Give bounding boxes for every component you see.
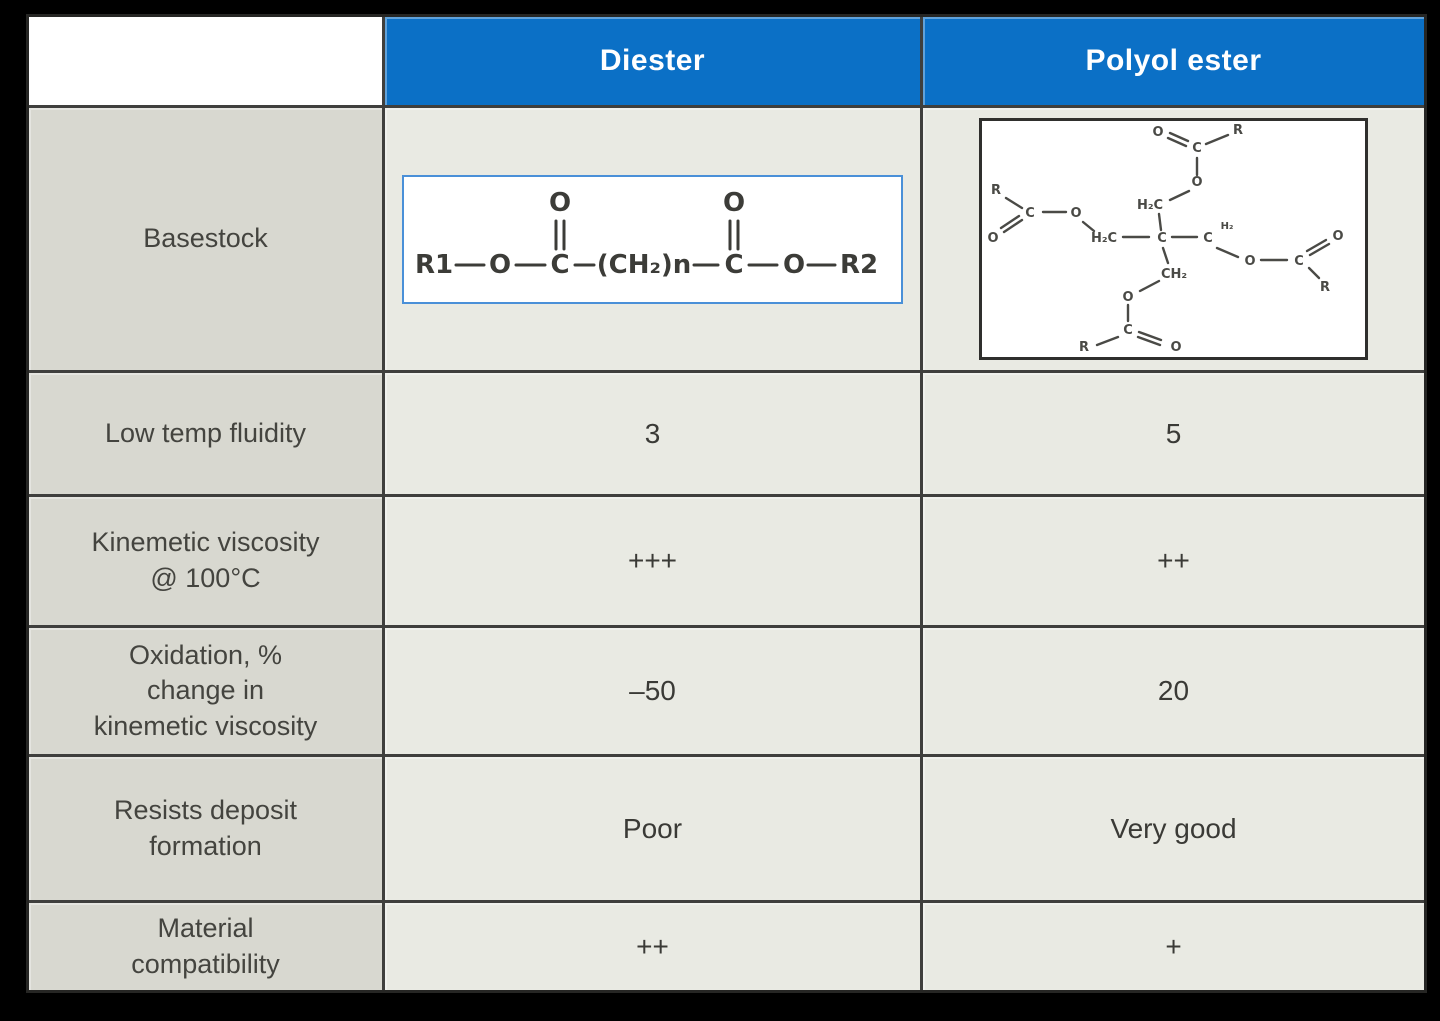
atom-bottom-r: R	[1079, 340, 1089, 355]
atom-right-c: C	[1203, 231, 1213, 246]
atom-top-carbonyl-o: O	[1152, 125, 1163, 140]
polyol-deposit-formation-value: Very good	[923, 757, 1424, 900]
atom-c-carbonyl-left: C	[550, 250, 569, 280]
polyol-low-temp-fluidity-value: 5	[923, 373, 1424, 494]
atom-right-o: O	[1244, 254, 1255, 269]
atom-o-carbonyl-right: O	[723, 188, 745, 218]
atom-top-r: R	[1233, 123, 1243, 138]
atom-right-ester-c: C	[1294, 254, 1304, 269]
column-header-diester: Diester	[385, 17, 920, 105]
atom-top-ch2: H₂C	[1137, 198, 1163, 213]
atom-right-carbonyl-o: O	[1332, 229, 1343, 244]
atom-o-ester-right: O	[783, 250, 805, 280]
polyol-structure-cell: C H₂C O C O R H₂C O C O R H₂ C O C O R	[923, 108, 1424, 370]
row-label-kinematic-viscosity: Kinemetic viscosity @ 100°C	[29, 497, 382, 625]
comparison-table: Diester Polyol ester Basestock	[26, 14, 1427, 993]
polyol-oxidation-value: 20	[923, 628, 1424, 754]
atom-left-r: R	[991, 183, 1001, 198]
row-label-oxidation: Oxidation, % change in kinemetic viscosi…	[29, 628, 382, 754]
atom-left-carbonyl-o: O	[987, 231, 998, 246]
atom-left-c: C	[1025, 206, 1035, 221]
corner-cell	[29, 17, 382, 105]
diester-structure-cell: R1 O C O (CH₂)n C O O R2	[385, 108, 920, 370]
polyol-structure-box: C H₂C O C O R H₂C O C O R H₂ C O C O R	[979, 118, 1368, 360]
atom-bottom-ch2: CH₂	[1161, 267, 1187, 282]
atom-left-ch2: H₂C	[1091, 231, 1117, 246]
atom-right-h2: H₂	[1221, 221, 1234, 232]
polyol-material-compatibility-value: +	[923, 903, 1424, 990]
diester-kinematic-viscosity-value: +++	[385, 497, 920, 625]
polyol-kinematic-viscosity-value: ++	[923, 497, 1424, 625]
column-header-polyol: Polyol ester	[923, 17, 1424, 105]
diester-structure-box: R1 O C O (CH₂)n C O O R2	[402, 174, 903, 304]
diester-material-compatibility-value: ++	[385, 903, 920, 990]
atom-top-o: O	[1191, 175, 1202, 190]
polyol-structure-diagram: C H₂C O C O R H₂C O C O R H₂ C O C O R	[987, 123, 1343, 355]
atom-central-c: C	[1157, 231, 1167, 246]
row-label-material-compatibility: Material compatibility	[29, 903, 382, 990]
atom-ch2-chain: (CH₂)n	[597, 250, 692, 280]
diester-oxidation-value: –50	[385, 628, 920, 754]
atom-bottom-o: O	[1122, 290, 1133, 305]
atom-c-carbonyl-right: C	[724, 250, 743, 280]
atom-left-o: O	[1070, 206, 1081, 221]
atom-o-ester-left: O	[489, 250, 511, 280]
atom-o-carbonyl-left: O	[549, 188, 571, 218]
diester-low-temp-fluidity-value: 3	[385, 373, 920, 494]
row-label-low-temp-fluidity: Low temp fluidity	[29, 373, 382, 494]
diester-structure-diagram: R1 O C O (CH₂)n C O O R2	[415, 188, 878, 280]
row-label-resists-deposit-formation: Resists deposit formation	[29, 757, 382, 900]
atom-r1: R1	[415, 250, 453, 280]
diester-deposit-formation-value: Poor	[385, 757, 920, 900]
atom-bottom-c: C	[1123, 323, 1133, 338]
atom-r2: R2	[840, 250, 878, 280]
row-label-basestock: Basestock	[29, 108, 382, 370]
atom-right-r: R	[1320, 280, 1330, 295]
atom-top-c: C	[1192, 141, 1202, 156]
atom-bottom-carbonyl-o: O	[1170, 340, 1181, 355]
